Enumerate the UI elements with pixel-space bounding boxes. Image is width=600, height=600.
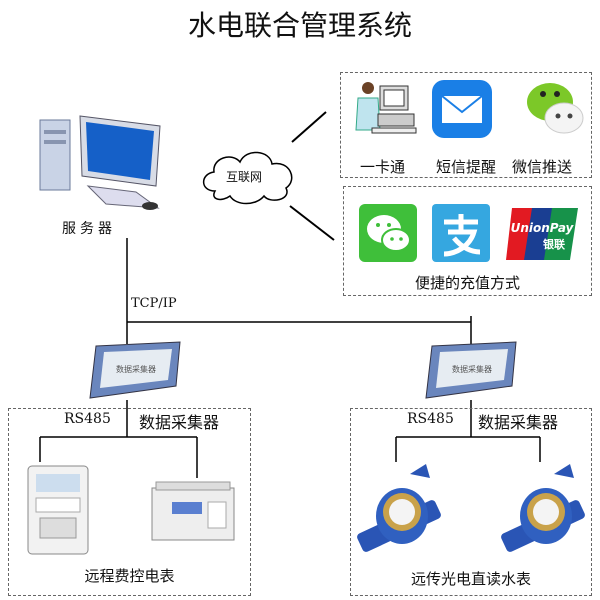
svg-text:UnionPay: UnionPay bbox=[511, 221, 575, 235]
din-rail-electric-meter-icon bbox=[151, 481, 235, 541]
payment-label: 便捷的充值方式 bbox=[414, 274, 520, 292]
protocol-label: TCP/IP bbox=[131, 296, 177, 311]
service-sms: 短信提醒 bbox=[436, 158, 497, 176]
right-data-collector-device: 数据采集器 bbox=[425, 341, 517, 399]
server-computer-icon bbox=[39, 115, 161, 210]
internet-label: 互联网 bbox=[226, 170, 263, 184]
left-rs485-label: RS485 bbox=[64, 411, 111, 427]
right-rs485-label: RS485 bbox=[407, 411, 454, 427]
server-label: 服务器 bbox=[62, 221, 116, 237]
card-terminal-icon bbox=[355, 82, 417, 134]
services-box bbox=[340, 72, 592, 178]
electric-meter-caption: 远程费控电表 bbox=[84, 567, 175, 585]
alipay-icon bbox=[432, 204, 490, 262]
left-collector-label: 数据采集器 bbox=[139, 413, 220, 432]
water-meter-caption: 远传光电直读水表 bbox=[410, 570, 531, 588]
sms-mail-icon bbox=[432, 80, 492, 138]
water-meter-icon-1 bbox=[357, 464, 441, 552]
service-wechat: 微信推送 bbox=[512, 158, 573, 176]
right-collector-label: 数据采集器 bbox=[478, 413, 559, 432]
left-device-label: 数据采集器 bbox=[116, 364, 156, 374]
left-data-collector-device: 数据采集器 bbox=[89, 341, 181, 399]
electric-meter-box bbox=[8, 408, 251, 596]
water-meter-icon-2 bbox=[501, 464, 585, 552]
wechat-push-icon bbox=[527, 83, 584, 134]
unionpay-logo: UnionPay 银联 bbox=[506, 208, 578, 260]
prepaid-electric-meter-icon bbox=[27, 465, 89, 555]
svg-text:银联: 银联 bbox=[543, 237, 565, 251]
wechat-pay-icon bbox=[359, 204, 417, 262]
right-device-label: 数据采集器 bbox=[452, 364, 492, 374]
payment-box bbox=[343, 186, 592, 296]
page-title: 水电联合管理系统 bbox=[187, 9, 412, 42]
water-meter-box bbox=[350, 408, 592, 596]
service-card: 一卡通 bbox=[360, 158, 406, 176]
internet-cloud-icon bbox=[202, 151, 293, 205]
